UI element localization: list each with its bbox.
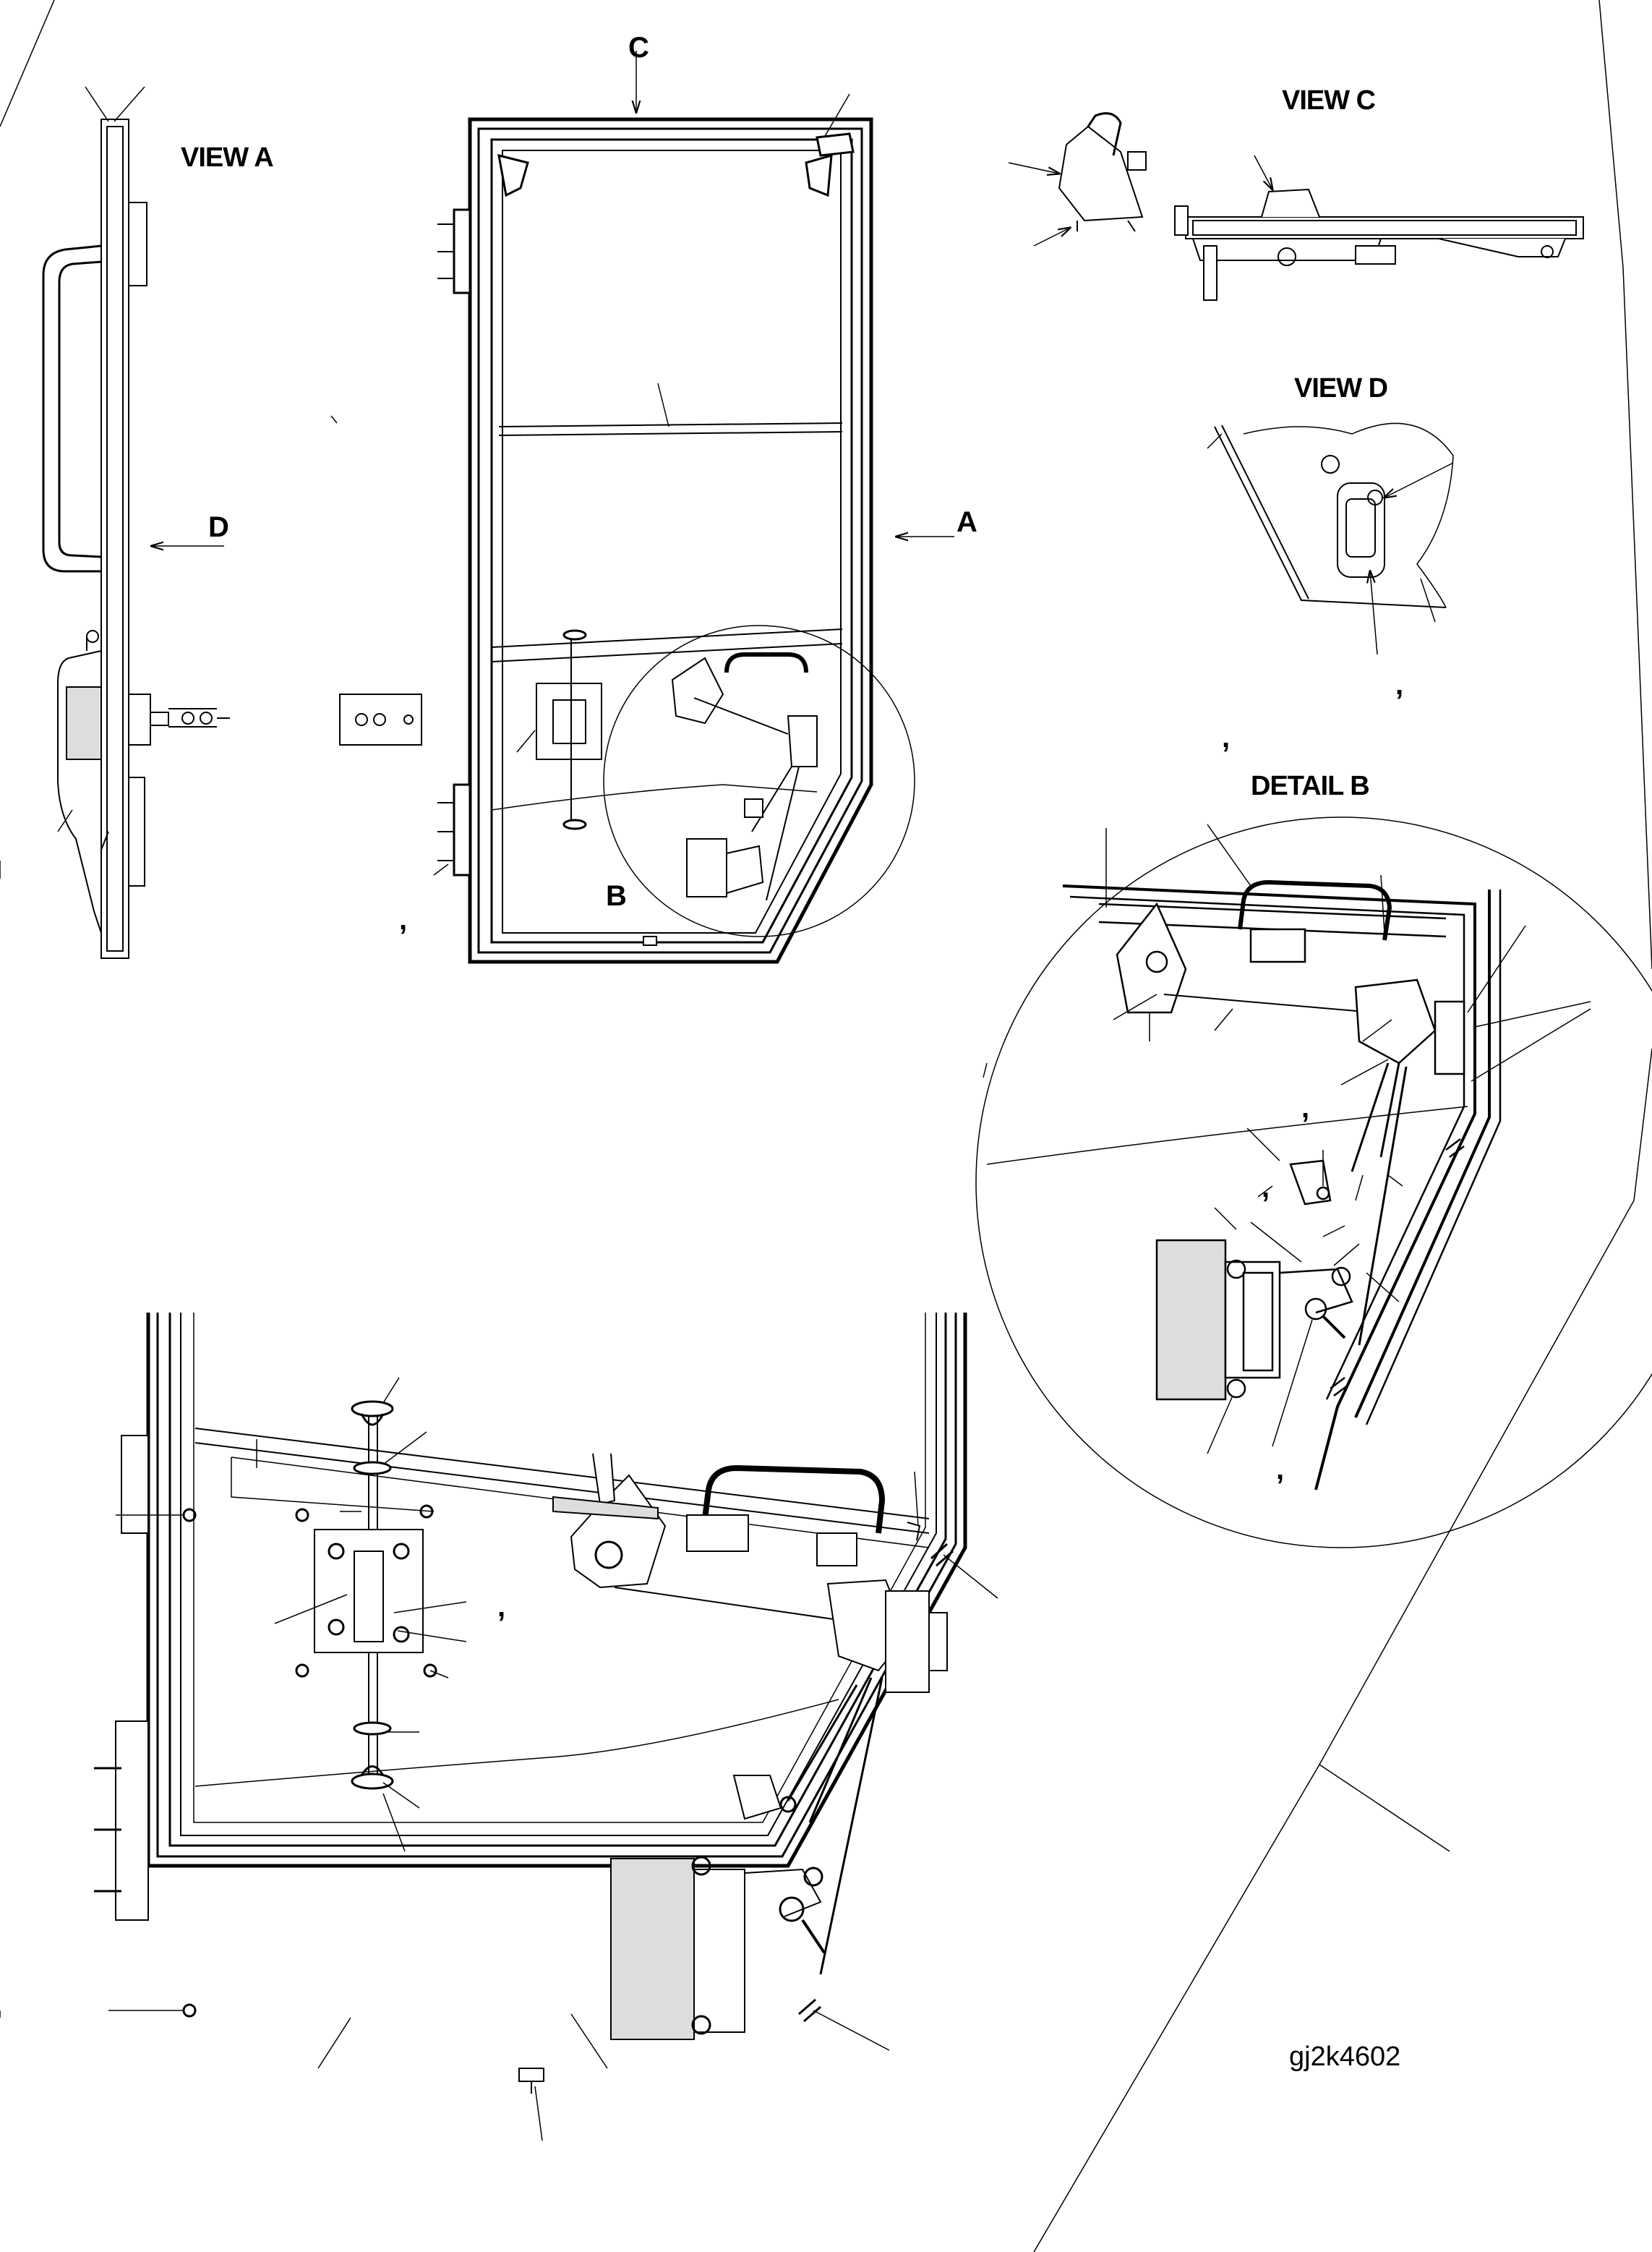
comma-mark: , [399, 904, 408, 936]
comma-mark: , [1276, 1454, 1285, 1485]
comma-mark: , [1301, 1092, 1310, 1124]
callout-b: B [606, 880, 627, 912]
comma-mark: , [1222, 722, 1231, 754]
comma-mark: , [1395, 669, 1404, 701]
comma-mark: , [497, 1591, 506, 1623]
detail-b-drawing [975, 816, 1652, 1548]
callout-d: D [208, 511, 229, 543]
callout-a: A [956, 506, 977, 538]
view-a-side-drawing [42, 119, 230, 959]
comma-mark: , [1262, 1172, 1270, 1203]
view-d-leaders [1207, 433, 1454, 655]
view-d-drawing [1214, 422, 1454, 608]
main-door-drawing [437, 117, 915, 964]
detail-b-title: DETAIL B [1251, 771, 1370, 801]
view-d-title: VIEW D [1294, 373, 1388, 404]
lower-door-detail-drawing [94, 1313, 967, 2094]
figure-id: gj2k4602 [1289, 2042, 1401, 2072]
detail-b-leaders [983, 824, 1591, 1454]
small-bracket-drawing [339, 694, 422, 746]
lower-door-leaders [108, 1377, 998, 2141]
view-c-drawing [1058, 112, 1584, 301]
view-a-leaders [57, 86, 224, 832]
main-door-leaders [330, 51, 954, 876]
view-a-title: VIEW A [181, 142, 274, 173]
view-c-title: VIEW C [1282, 85, 1376, 116]
callout-c: C [628, 32, 649, 64]
view-c-leaders [1008, 155, 1272, 247]
